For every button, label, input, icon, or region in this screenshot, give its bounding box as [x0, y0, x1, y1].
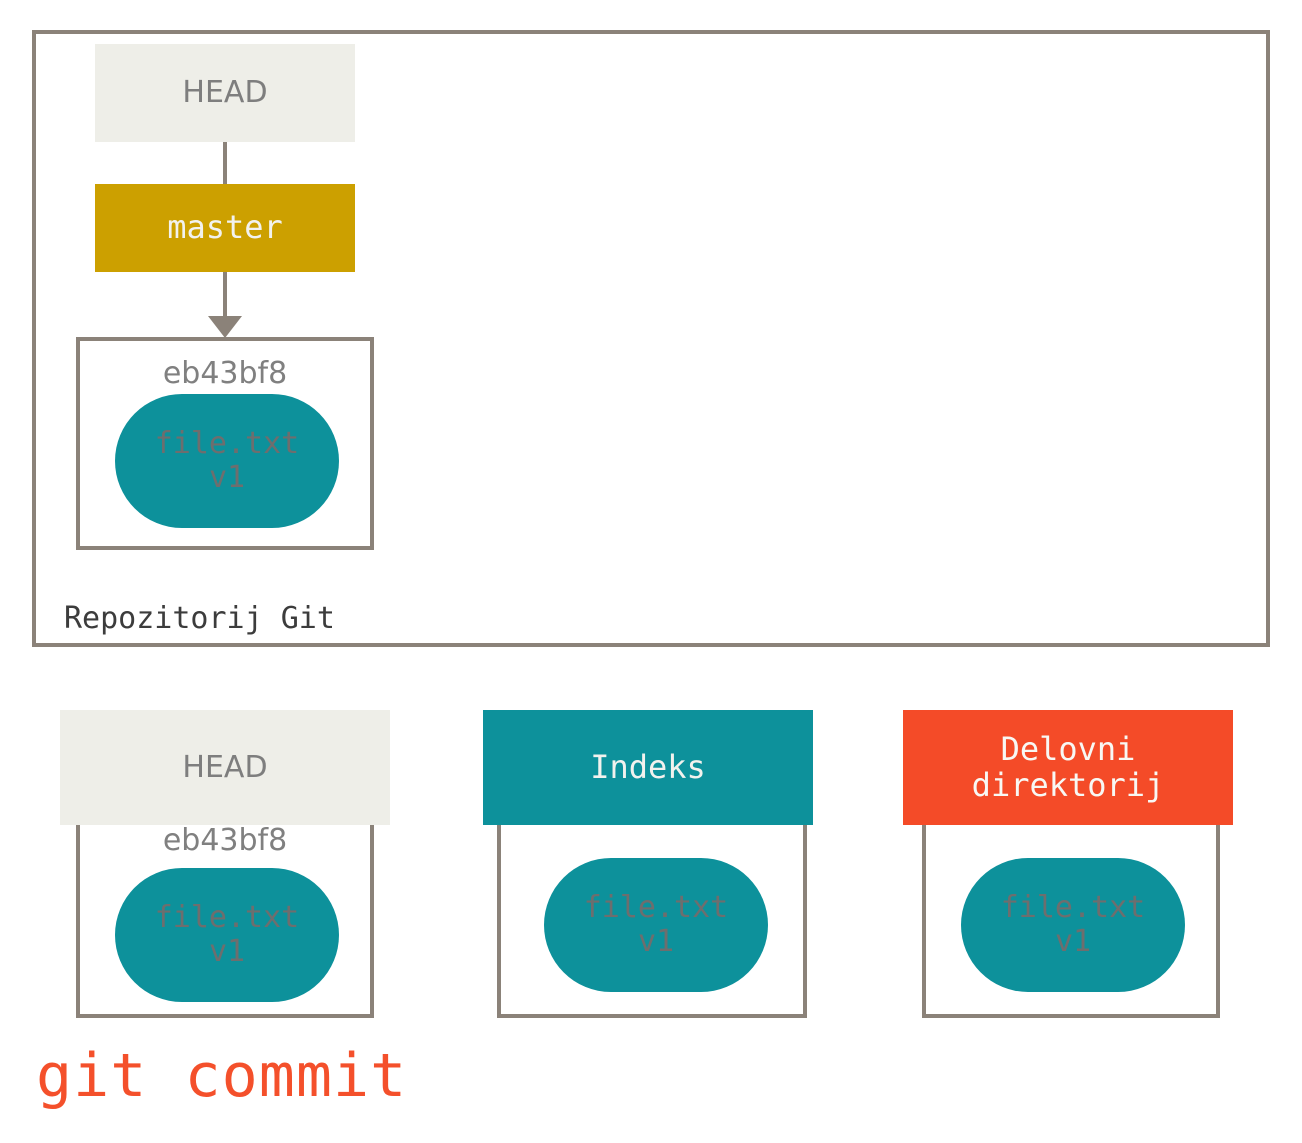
blob-version: v1	[637, 924, 675, 959]
commit-object-box: eb43bf8 file.txt v1	[76, 337, 374, 550]
head-area-hash-label: eb43bf8	[162, 823, 288, 858]
index-area-title: Indeks	[483, 710, 813, 825]
arrow-down-icon	[208, 316, 242, 338]
blob-filename: file.txt	[154, 426, 300, 462]
commit-hash-label: eb43bf8	[162, 356, 288, 391]
working-directory-title-line-2: direktorij	[971, 765, 1165, 804]
blob-filename: file.txt	[154, 900, 300, 936]
repository-label: Repozitorij Git	[64, 601, 335, 636]
index-area-file-blob: file.txt v1	[544, 858, 768, 992]
head-pointer-chip: HEAD	[95, 44, 355, 142]
working-directory-title-line-1: Delovni	[1000, 729, 1136, 768]
head-to-master-connector	[223, 142, 227, 184]
head-area-file-blob: file.txt v1	[115, 868, 339, 1002]
blob-filename: file.txt	[583, 890, 729, 926]
git-command-caption: git commit	[36, 1041, 408, 1111]
blob-version: v1	[208, 460, 246, 495]
file-blob: file.txt v1	[115, 394, 339, 528]
head-area-body: eb43bf8 file.txt v1	[76, 820, 374, 1018]
working-directory-area-title: Delovni direktorij	[903, 710, 1233, 825]
master-branch-chip: master	[95, 184, 355, 272]
blob-version: v1	[208, 934, 246, 969]
master-to-commit-connector	[223, 272, 227, 318]
working-directory-file-blob: file.txt v1	[961, 858, 1185, 992]
blob-filename: file.txt	[1000, 890, 1146, 926]
index-area-body: file.txt v1	[497, 820, 807, 1018]
head-area-title: HEAD	[60, 710, 390, 825]
working-directory-area-body: file.txt v1	[922, 820, 1220, 1018]
blob-version: v1	[1054, 924, 1092, 959]
